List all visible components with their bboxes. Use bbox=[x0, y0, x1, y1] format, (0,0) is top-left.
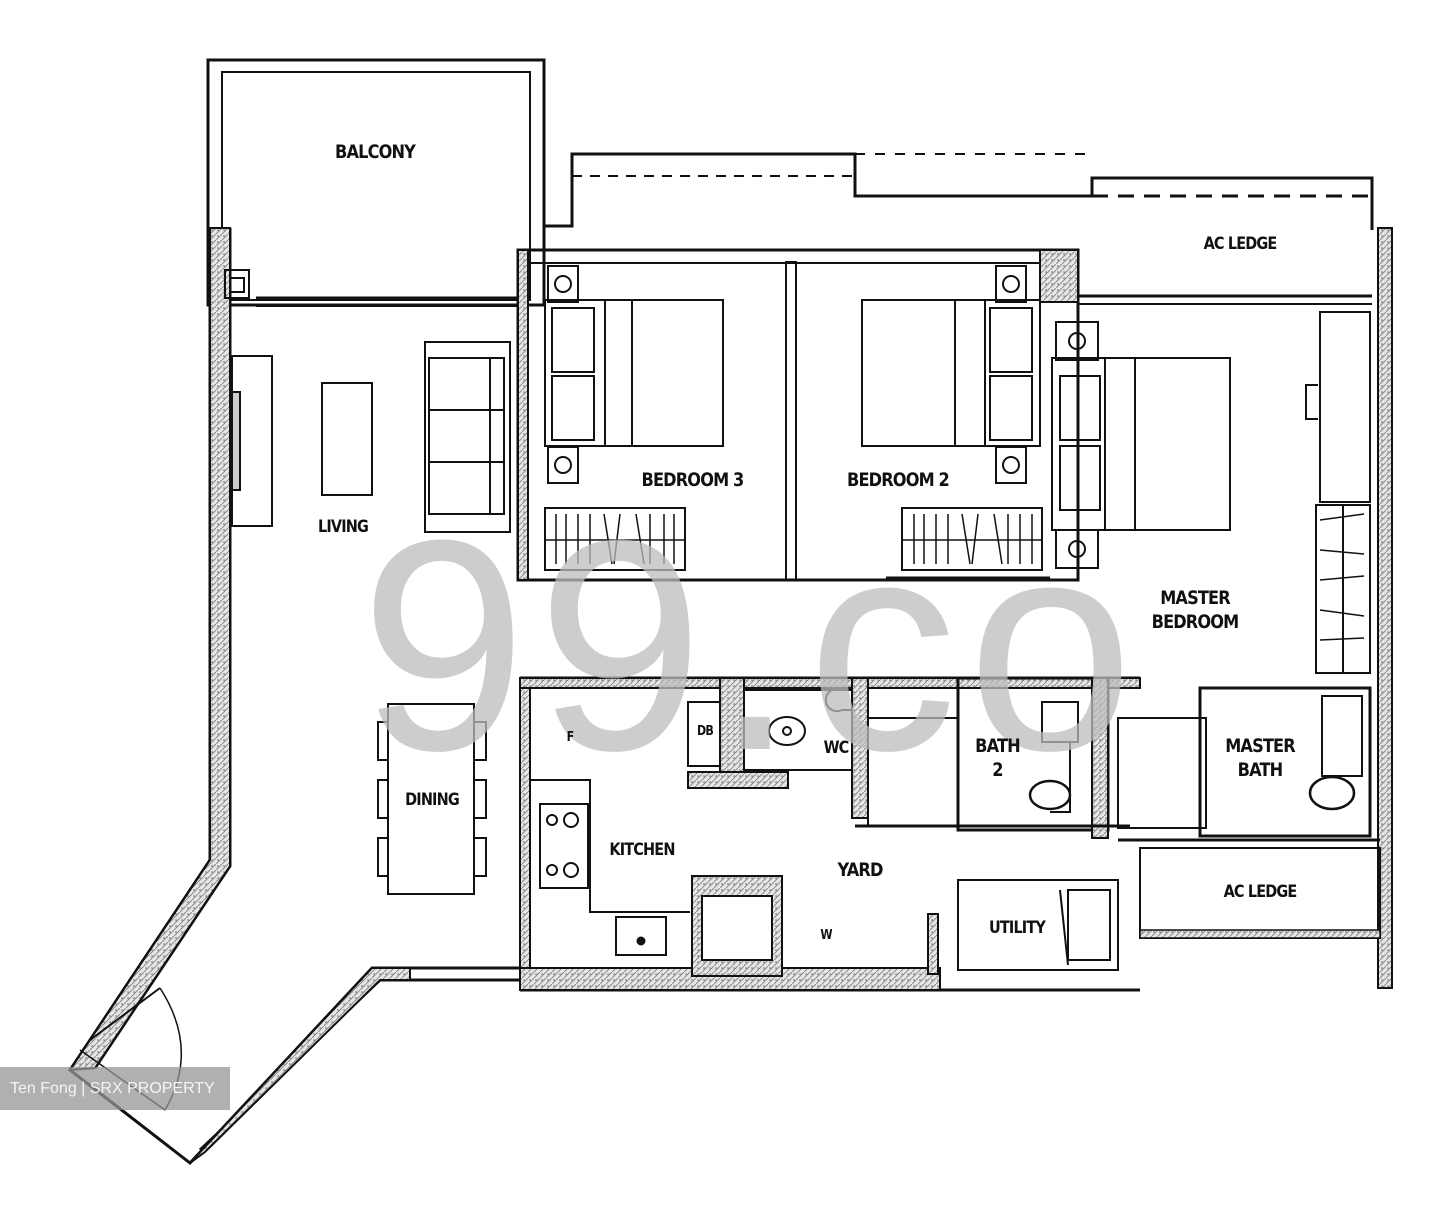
room-label-bath-2: BATH 2 bbox=[966, 734, 1030, 782]
room-label-master-bedroom-line1: MASTER bbox=[1160, 587, 1230, 609]
room-label-living: LIVING bbox=[317, 517, 369, 537]
room-label-bath-2-line1: BATH bbox=[975, 735, 1021, 757]
room-label-master-bath-line1: MASTER bbox=[1225, 735, 1295, 757]
room-label-master-bedroom: MASTER BEDROOM bbox=[1140, 586, 1251, 634]
fixture-label-fridge: F bbox=[566, 730, 575, 745]
room-label-balcony: BALCONY bbox=[335, 141, 416, 163]
room-label-ac-ledge-top: AC LEDGE bbox=[1203, 234, 1278, 254]
room-label-master-bath: MASTER BATH bbox=[1213, 734, 1307, 782]
room-label-bath-2-line2: 2 bbox=[992, 759, 1003, 781]
room-label-kitchen: KITCHEN bbox=[609, 840, 675, 860]
room-label-dining: DINING bbox=[405, 790, 460, 810]
fixture-label-washer: W bbox=[820, 928, 832, 943]
room-label-bedroom-3: BEDROOM 3 bbox=[641, 469, 745, 491]
room-label-utility: UTILITY bbox=[989, 918, 1046, 938]
room-label-ac-ledge-bottom: AC LEDGE bbox=[1223, 882, 1298, 902]
fixture-label-db: DB bbox=[697, 724, 714, 739]
room-label-yard: YARD bbox=[837, 859, 883, 881]
balcony-outline bbox=[206, 58, 546, 307]
room-label-master-bath-line2: BATH bbox=[1237, 759, 1284, 781]
room-label-master-bedroom-line2: BEDROOM bbox=[1151, 611, 1240, 633]
room-label-wc: WC bbox=[823, 738, 850, 758]
credit-banner: Ten Fong | SRX PROPERTY bbox=[0, 1067, 230, 1110]
room-label-bedroom-2: BEDROOM 2 bbox=[847, 469, 950, 491]
